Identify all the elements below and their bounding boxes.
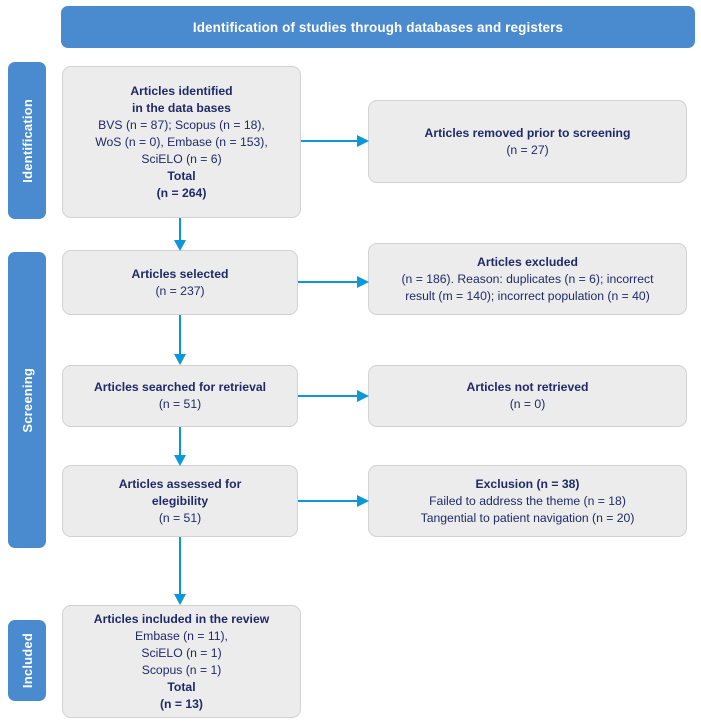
arrow-retrieval-to-eligibility-icon bbox=[173, 427, 187, 466]
box-line: (n = 186). Reason: duplicates (n = 6); i… bbox=[401, 271, 654, 286]
box-articles-identified: Articles identified in the data bases BV… bbox=[62, 66, 301, 218]
stage-label-identification: Identification bbox=[8, 62, 46, 219]
stage-label-included-text: Included bbox=[19, 632, 35, 689]
box-line: Articles included in the review bbox=[93, 611, 270, 626]
stage-label-screening-text: Screening bbox=[19, 367, 35, 433]
box-articles-removed-prior-to-screening: Articles removed prior to screening (n =… bbox=[368, 100, 687, 183]
box-line: Failed to address the theme (n = 18) bbox=[429, 493, 626, 508]
box-articles-excluded: Articles excluded (n = 186). Reason: dup… bbox=[368, 243, 687, 315]
box-articles-assessed-for-eligibility: Articles assessed for elegibility (n = 5… bbox=[62, 465, 298, 537]
box-articles-selected: Articles selected (n = 237) bbox=[62, 250, 298, 315]
box-articles-searched-for-retrieval: Articles searched for retrieval (n = 51) bbox=[62, 365, 298, 427]
box-line: (n = 13) bbox=[159, 696, 203, 711]
stage-label-screening: Screening bbox=[8, 252, 46, 548]
box-line: result (m = 140); incorrect population (… bbox=[405, 288, 650, 303]
box-articles-included-in-review: Articles included in the review Embase (… bbox=[62, 605, 301, 718]
box-line: Exclusion (n = 38) bbox=[475, 476, 580, 491]
box-line: Articles assessed for bbox=[118, 476, 242, 491]
box-line: Articles identified bbox=[130, 83, 233, 98]
arrow-selected-to-excluded-icon bbox=[298, 275, 369, 289]
box-line: (n = 27) bbox=[506, 142, 549, 157]
box-line: (n = 51) bbox=[158, 510, 202, 525]
box-line: (n = 0) bbox=[509, 397, 546, 411]
box-line: Articles excluded bbox=[477, 254, 578, 269]
box-line: (n = 237) bbox=[155, 283, 205, 298]
box-line: in the data bases bbox=[132, 100, 231, 115]
arrow-selected-to-retrieval-icon bbox=[173, 315, 187, 365]
box-line: Embase (n = 11), bbox=[135, 628, 228, 643]
arrow-identified-to-removed-icon bbox=[301, 134, 369, 148]
box-line: Articles removed prior to screening bbox=[424, 125, 631, 140]
box-line: (n = 51) bbox=[158, 397, 202, 411]
arrow-retrieval-to-not-retrieved-icon bbox=[298, 389, 369, 403]
box-line: Tangential to patient navigation (n = 20… bbox=[420, 510, 635, 525]
box-line: Articles not retrieved bbox=[466, 380, 589, 394]
box-line: Total bbox=[167, 679, 196, 694]
box-line: Articles searched for retrieval bbox=[93, 380, 267, 394]
stage-label-identification-text: Identification bbox=[19, 98, 35, 183]
box-line: BVS (n = 87); Scopus (n = 18), bbox=[98, 117, 265, 132]
box-line: Total bbox=[167, 168, 196, 183]
stage-label-included: Included bbox=[8, 620, 46, 701]
box-line: Scopus (n = 1) bbox=[141, 662, 222, 677]
box-line: Articles selected bbox=[131, 266, 229, 281]
box-line: (n = 264) bbox=[156, 185, 207, 200]
box-articles-not-retrieved: Articles not retrieved (n = 0) bbox=[368, 365, 687, 427]
diagram-header-banner: Identification of studies through databa… bbox=[61, 6, 695, 48]
box-line: elegibility bbox=[151, 493, 209, 508]
box-exclusion-reasons: Exclusion (n = 38) Failed to address the… bbox=[368, 465, 687, 537]
box-line: SciELO (n = 6) bbox=[141, 151, 222, 166]
box-line: WoS (n = 0), Embase (n = 153), bbox=[95, 134, 268, 149]
arrow-eligibility-to-included-icon bbox=[173, 537, 187, 605]
arrow-eligibility-to-exclusion-icon bbox=[298, 494, 369, 508]
box-line: SciELO (n = 1) bbox=[141, 645, 222, 660]
diagram-title: Identification of studies through databa… bbox=[192, 19, 564, 35]
arrow-identified-to-selected-icon bbox=[173, 218, 187, 251]
